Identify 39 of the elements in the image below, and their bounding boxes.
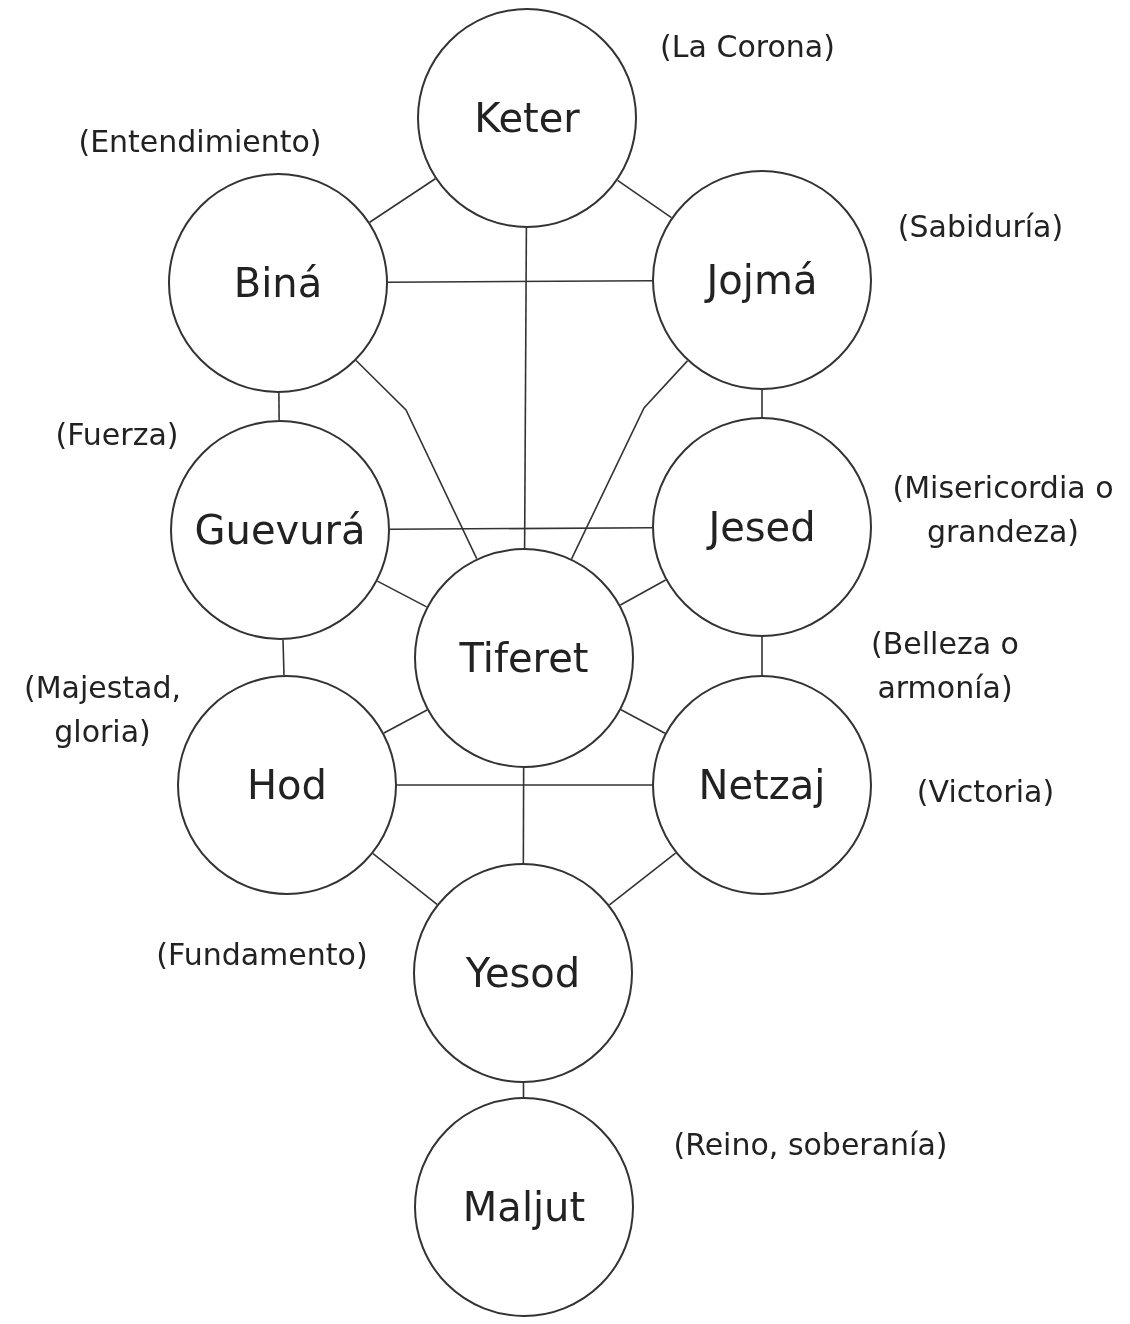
connector-line [608,852,677,906]
node-name: Biná [233,260,323,306]
connector-line [619,579,667,606]
connector-line [282,639,285,676]
node-name: Tiferet [459,635,589,681]
connector-line [570,360,689,560]
node-caption: (La Corona) [659,28,836,66]
node-caption: (Fuerza) [54,416,180,454]
caption-text: (Belleza o armonía) [870,625,1020,707]
node-name: Jojmá [706,257,818,303]
node-caption: (Misericordia o grandeza) [891,469,1115,551]
node-name: Yesod [465,950,581,996]
connector-line [376,580,428,608]
node-caption: (Sabiduría) [896,208,1065,246]
node-name: Hod [247,762,327,808]
node-caption: (Fundamento) [155,936,369,974]
node-name: Maljut [462,1184,586,1230]
connector-line [616,179,673,219]
connector-line [387,279,653,284]
node-name: Keter [474,95,580,141]
connector-line [278,392,280,421]
connector-line [522,767,525,864]
node-name: Jesed [708,504,816,550]
node-caption: (Entendimiento) [77,123,323,161]
connector-line [372,852,438,906]
connector-line [383,709,428,734]
connector-line [355,359,478,560]
connector-line [523,227,528,549]
node-name: Guevurá [194,507,366,553]
connector-line [761,389,763,418]
connector-line [368,177,437,224]
node-name: Netzaj [698,762,826,808]
node-caption: (Victoria) [915,773,1056,811]
connector-line [761,636,763,676]
connector-line [396,784,653,786]
node-caption: (Reino, soberanía) [672,1126,949,1164]
connector-line [620,709,666,734]
node-caption: (Majestad, gloria) [22,669,183,751]
connector-line [389,526,653,531]
